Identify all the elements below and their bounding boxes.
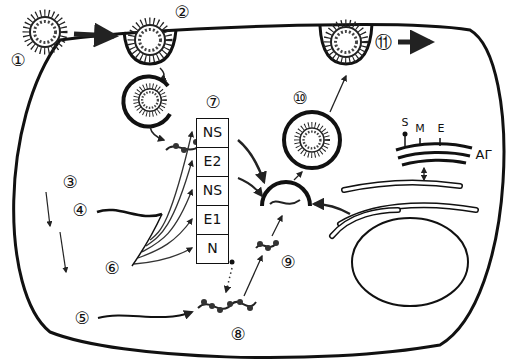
- callout-number: ⑪: [375, 34, 392, 51]
- protein-name: E: [438, 123, 445, 134]
- protein-name: M: [415, 123, 425, 134]
- protein-box: E2: [196, 147, 229, 177]
- organelle-name: АГ: [476, 148, 493, 161]
- callout-number: ⑦: [205, 94, 220, 111]
- protein-label: E2: [204, 154, 222, 169]
- protein-label: NS: [203, 183, 222, 198]
- callout-number: ⑩: [292, 90, 307, 107]
- callout-number: ②: [174, 4, 189, 21]
- callout-number: ⑥: [104, 260, 119, 277]
- protein-label: NS: [203, 125, 222, 140]
- protein-box: NS: [196, 176, 229, 206]
- callout-number: ⑧: [230, 326, 245, 343]
- callout-number: ⑤: [74, 310, 89, 327]
- protein-label: N: [207, 241, 217, 256]
- protein-label: E1: [204, 212, 222, 227]
- protein-box: NS: [196, 118, 229, 148]
- callout-number: ③: [62, 174, 77, 191]
- protein-box: E1: [196, 205, 229, 235]
- protein-box: N: [196, 234, 229, 264]
- callout-number: ⑨: [280, 254, 295, 271]
- callout-number: ④: [72, 202, 87, 219]
- callout-number: ①: [10, 52, 25, 69]
- protein-name: S: [402, 117, 409, 128]
